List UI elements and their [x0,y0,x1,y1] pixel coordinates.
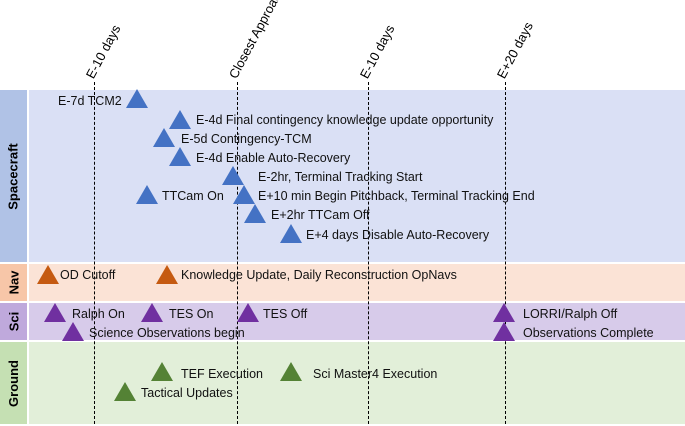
event-e-2hr-terminal-tracking: E-2hr, Terminal Tracking Start [258,170,423,184]
event-tes-on: TES On [169,307,214,321]
column-line-e-10-days-2 [368,82,369,424]
triangle-marker-icon [37,265,59,284]
triangle-marker-icon [280,224,302,243]
column-title-e-20-days: E+20 days [493,19,537,81]
triangle-marker-icon [222,166,244,185]
triangle-marker-icon [237,303,259,322]
spacecraft-label: Spacecraft [6,142,22,210]
ground-band-label: Ground [0,342,27,424]
event-e-4d-enable-auto-recovery: E-4d Enable Auto-Recovery [196,151,351,165]
ground-band: Ground [0,342,685,424]
triangle-marker-icon [151,362,173,381]
triangle-marker-icon [114,382,136,401]
event-knowledge-update: Knowledge Update, Daily Reconstruction O… [181,268,457,282]
column-title-e-10-days: E-10 days [82,22,124,81]
triangle-marker-icon [141,303,163,322]
event-tes-off: TES Off [263,307,308,321]
sci-band-fill [29,303,685,340]
spacecraft-band-fill [29,90,685,262]
event-tef-execution: TEF Execution [181,367,263,381]
triangle-marker-icon [233,185,255,204]
triangle-marker-icon [169,147,191,166]
triangle-marker-icon [153,128,175,147]
sci-band: Sci [0,303,685,340]
event-lorri-ralph-off: LORRI/Ralph Off [523,307,618,321]
triangle-marker-icon [244,204,266,223]
event-e-5d-contingency-tcm: E-5d Contingency-TCM [181,132,312,146]
nav-label: Nav [5,270,21,295]
column-line-closest-approach [237,82,238,424]
triangle-marker-icon [136,185,158,204]
nav-band-label: Nav [0,264,27,301]
sci-label: Sci [5,311,21,332]
event-science-observations-begin: Science Observations begin [89,326,245,340]
triangle-marker-icon [493,303,515,322]
event-e-2hr-ttcam-off: E+2hr TTCam Off [271,208,370,222]
triangle-marker-icon [126,89,148,108]
triangle-marker-icon [44,303,66,322]
nav-band-fill [29,264,685,301]
sci-band-label: Sci [0,303,27,340]
ground-band-fill [29,342,685,424]
spacecraft-band-label: Spacecraft [0,90,27,262]
event-ralph-on: Ralph On [72,307,125,321]
column-line-e-10-days [94,82,95,424]
event-observations-complete: Observations Complete [523,326,654,340]
event-e-10min-pitchback: E+10 min Begin Pitchback, Terminal Track… [258,189,535,203]
nav-band: Nav [0,264,685,301]
triangle-marker-icon [493,322,515,341]
event-sci-master4-execution: Sci Master4 Execution [313,367,438,381]
column-title-e-10-days-2: E-10 days [356,22,398,81]
spacecraft-band: Spacecraft [0,90,685,262]
event-tactical-updates: Tactical Updates [141,386,233,400]
ground-label: Ground [6,359,21,407]
event-od-cutoff: OD Cutoff [60,268,116,282]
event-e-7d-tcm2: E-7d TCM2 [58,94,122,108]
event-e-4d-final-contingency: E-4d Final contingency knowledge update … [196,113,494,127]
column-title-closest-approach: Closest Approach [225,0,287,81]
triangle-marker-icon [280,362,302,381]
triangle-marker-icon [169,110,191,129]
event-ttcam-on: TTCam On [162,189,224,203]
event-e-4days-disable: E+4 days Disable Auto-Recovery [306,228,490,242]
triangle-marker-icon [156,265,178,284]
triangle-marker-icon [62,322,84,341]
column-line-e-20-days [505,82,506,424]
